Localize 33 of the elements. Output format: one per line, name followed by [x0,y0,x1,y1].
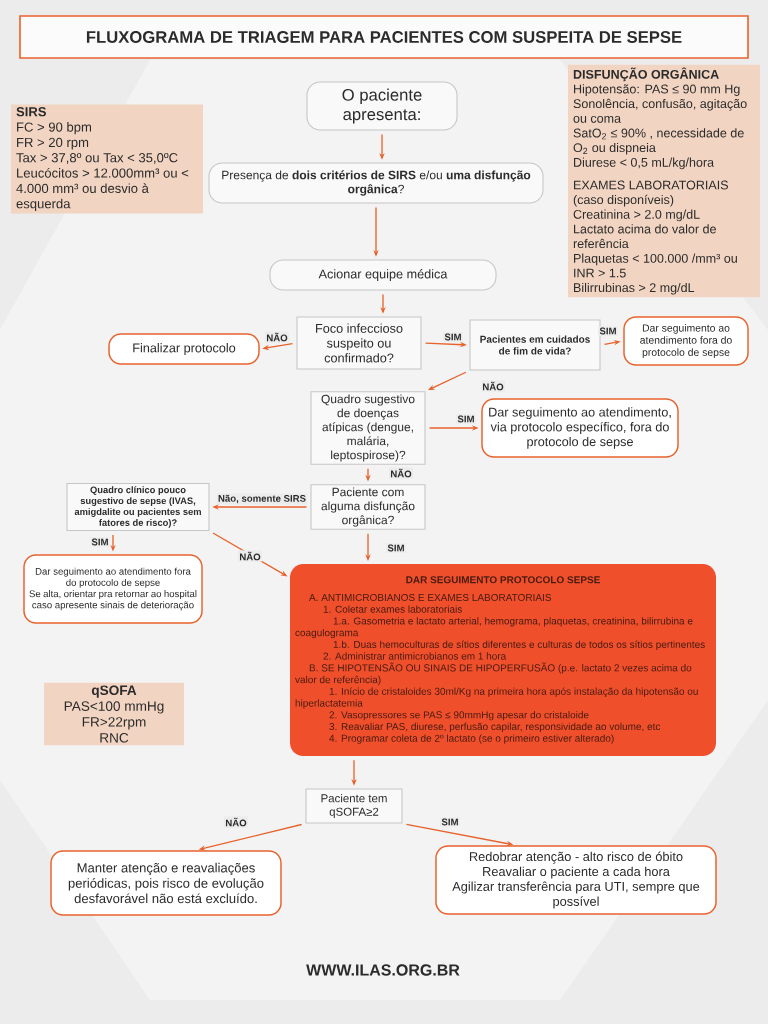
edge-label: NÃO [481,380,505,392]
edge-label: NÃO [265,331,289,343]
decision-box: Foco infeccioso suspeito ou confirmado? [296,316,422,370]
question-box: Presença de dois critérios de SIRS e/ou uma disfunção orgânica? [208,162,544,204]
web-address: WWW.ILAS.ORG.BR [306,964,460,976]
decision-box: Paciente tem qSOFA≥2 [305,788,403,824]
edge-label: SIM [386,543,406,553]
outcome-box: Dar seguimento ao atendimento, via protocolo específico, fora do protocolo de sepse [481,398,679,458]
edge-label: SIM [598,326,618,336]
protocol-box: DAR SEGUIMENTO PROTOCOLO SEPSE A. ANTIMICROBIANOS E EXAMES LABORATORIAIS 1. Coletar exames laboratoriais 1.a. Gasometria e lactato arterial, hemograma, plaquetas, creatinina, bilirrubina e coagulograma 1.b. Duas hemoculturas de sítios diferentes e culturas de todos os sítios pertinentes 2. Administrar antimicrobianos em 1 hora B. SE HIPOTENSÃO OU SINAIS DE HIPOPERFUSÃO (p.e. lactato 2 vezes acima do valor de referência) 1. Início de cristaloides 30ml/Kg na primeira hora após instalação da hipotensão ou hiperlactatemia 2. Vasopressores se PAS ≤ 90mmHg apesar do cristaloide 3. Reavaliar PAS, diurese, perfusão capilar, responsividade ao volume, etc 4. Programar coleta de 2º lactato (se o primeiro estiver alterado) [290,564,716,756]
decision-box: Quadro sugestivo de doenças atípicas (dengue, malária, leptospirose)? [310,391,426,465]
edge-label: SIM [443,332,463,342]
title-banner: FLUXOGRAMA DE TRIAGEM PARA PACIENTES COM SUSPEITA DE SEPSE [19,15,749,59]
edge-label: SIM [456,414,476,424]
edge-label: NÃO [389,467,413,479]
edge-label: SIM [440,817,460,827]
outcome-box: Dar seguimento ao atendimento fora do protocolo de sepse [623,316,749,366]
outcome-box: Redobrar atenção - alto risco de óbito Reavaliar o paciente a cada hora Agilizar transferência para UTI, sempre que possível [435,845,717,915]
outcome-box: Manter atenção e reavaliações periódicas, pois risco de evolução desfavorável não está excluído. [50,850,282,916]
decision-box: Paciente com alguma disfunção orgânica? [310,484,426,530]
edge-label: NÃO [224,816,248,828]
decision-box: Quadro clínico pouco sugestivo de sepse (IVAS, amigdalite ou pacientes sem fatores de risco)? [66,483,210,531]
action-box: Acionar equipe médica [269,259,497,291]
start-box: O paciente apresenta: [306,81,458,131]
end-box: Finalizar protocolo [108,333,260,365]
edge-label: SIM [90,537,110,547]
info-panel: SIRS FC > 90 bpm FR > 20 rpm Tax > 37,8º ou Tax < 35,0ºC Leucócitos > 12.000mm³ ou < 4.000 mm³ ou desvio à esquerda [11,104,203,214]
edge-label: NÃO [238,550,262,562]
info-panel: DISFUNÇÃO ORGÂNICA Hipotensão: PAS ≤ 90 mm Hg Sonolência, confusão, agitação ou coma SatO$_{2}$ ≤ 90% , necessidade de O$_{2}$ ou dispneia Diurese < 0,5 mL/kg/hora EXAMES LABORATORIAIS (caso disponíveis) Creatinina > 2.0 mg/dL Lactato acima do valor de referência Plaquetas < 100.000 /mm³ ou INR > 1.5 Bilirrubinas > 2 mg/dL [568,64,760,298]
decision-box: Pacientes em cuidados de fim de vida? [469,319,601,371]
edge-label: Não, somente SIRS [216,493,308,505]
outcome-box: Dar seguimento ao atendimento fora do protocolo de sepse Se alta, orientar pra retornar ao hospital caso apresente sinais de deterioração [23,554,203,624]
info-panel: qSOFA PAS<100 mmHg FR>22rpm RNC [44,682,184,746]
